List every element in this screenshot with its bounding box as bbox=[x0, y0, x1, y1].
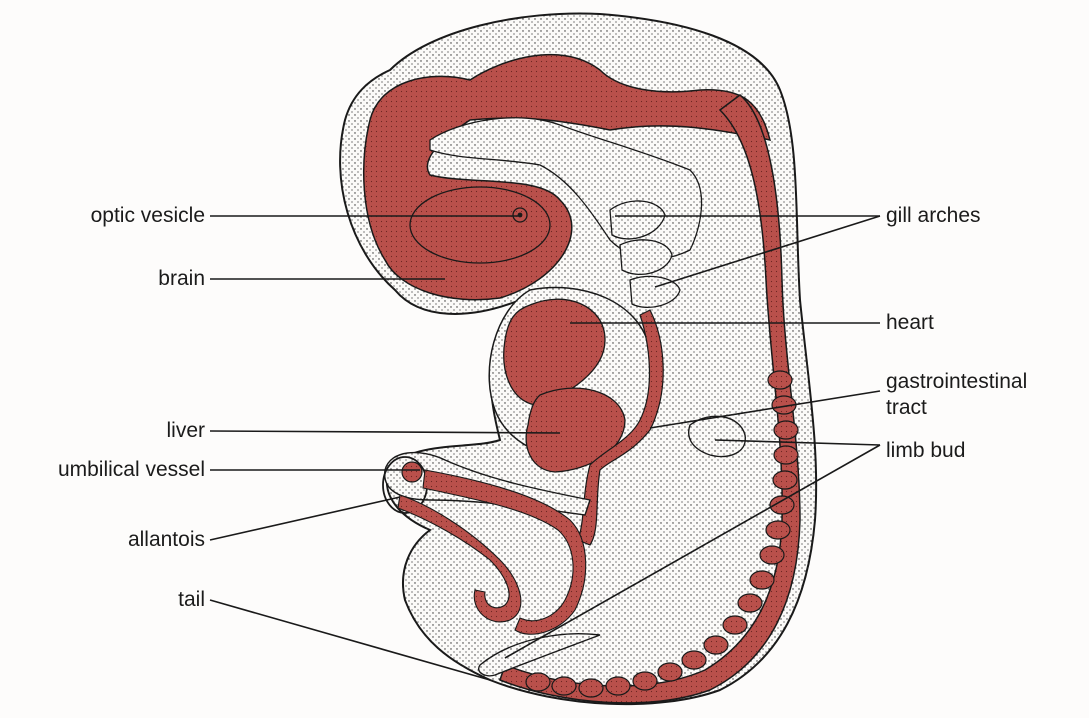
label-gastrointestinal-tract: tract bbox=[886, 396, 927, 420]
label-tail: tail bbox=[178, 588, 205, 612]
label-limb-bud: limb bud bbox=[886, 439, 965, 463]
label-gastrointestinal: gastrointestinal bbox=[886, 370, 1027, 394]
label-brain: brain bbox=[158, 267, 205, 291]
label-umbilical-vessel: umbilical vessel bbox=[58, 458, 205, 482]
label-heart: heart bbox=[886, 311, 934, 335]
label-optic-vesicle: optic vesicle bbox=[91, 204, 205, 228]
label-allantois: allantois bbox=[128, 528, 205, 552]
label-gill-arches: gill arches bbox=[886, 204, 981, 228]
label-liver: liver bbox=[166, 419, 205, 443]
